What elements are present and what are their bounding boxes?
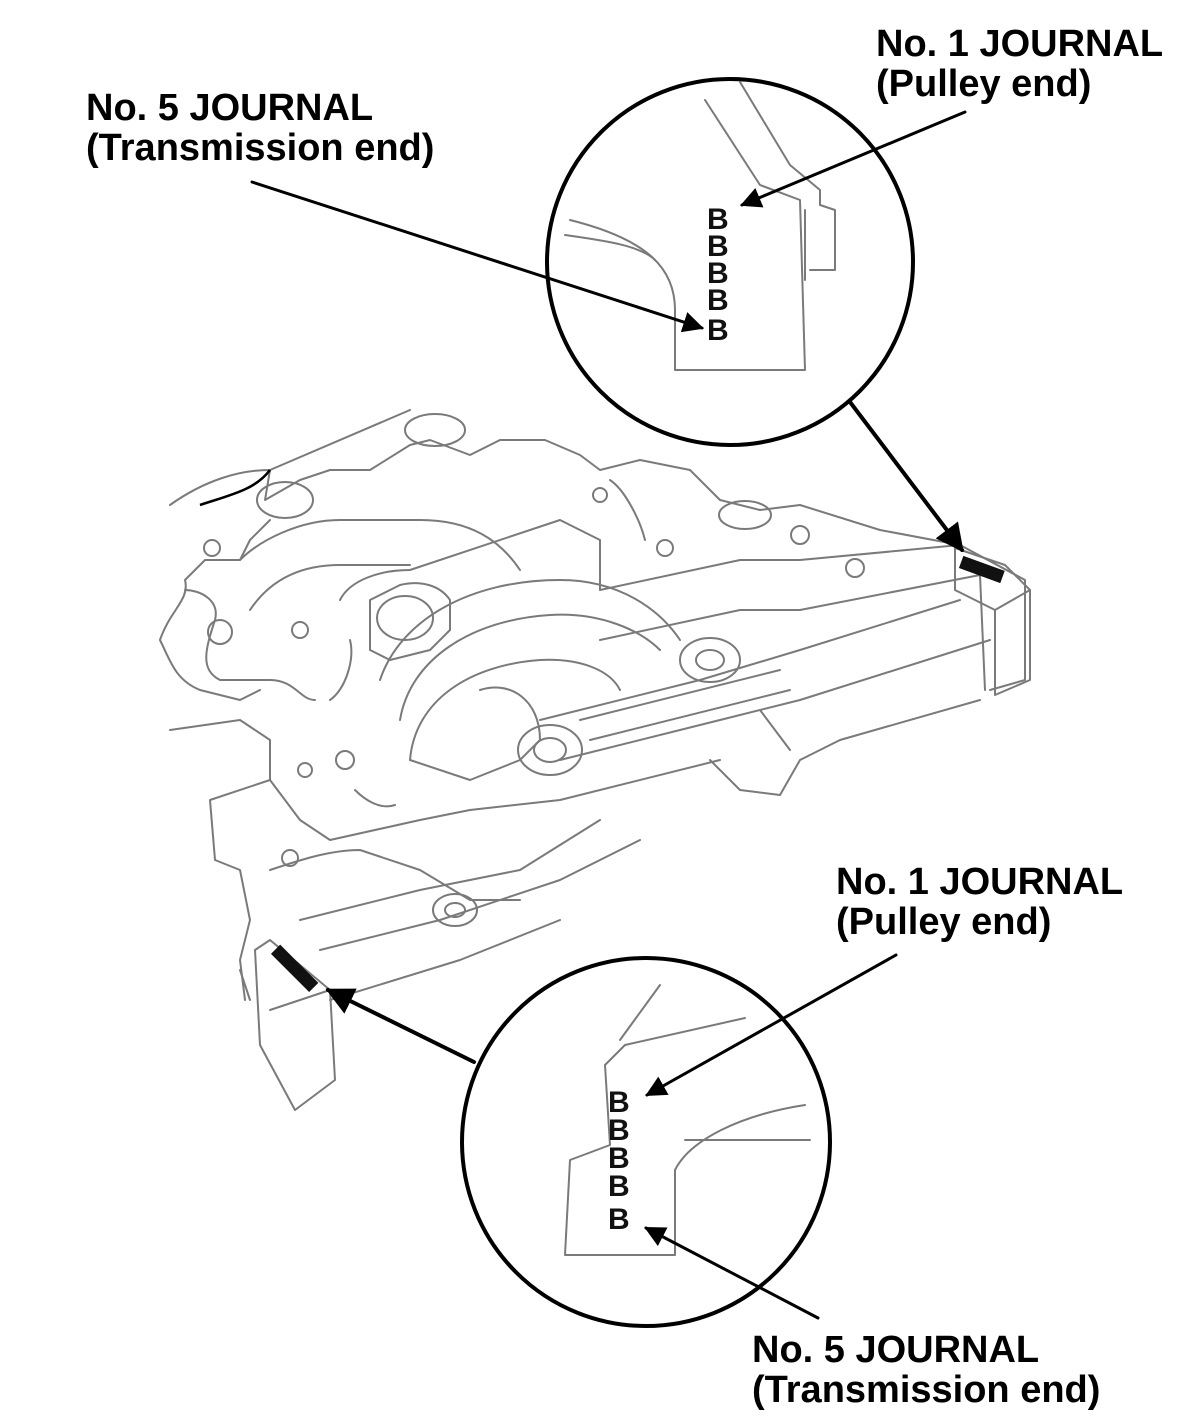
top-no5-leader [250, 180, 704, 333]
bottom-no5-journal-label: No. 5 JOURNAL (Transmission end) [752, 1330, 1100, 1410]
bottom-no1-leader [645, 953, 898, 1097]
bottom-no5-leader [644, 1226, 820, 1320]
svg-text:B: B [707, 284, 729, 317]
svg-text:B: B [707, 203, 729, 236]
bottom-no1-journal-subtitle: (Pulley end) [836, 901, 1052, 943]
bottom-no1-journal-label: No. 1 JOURNAL (Pulley end) [836, 862, 1123, 942]
top-no1-journal-subtitle: (Pulley end) [876, 63, 1092, 105]
top-journal-code-mark [958, 555, 1005, 584]
top-no1-leader [740, 110, 967, 208]
top-no5-journal-title: No. 5 JOURNAL [86, 87, 374, 129]
bottom-code-letters: B B B B B [608, 1086, 630, 1236]
bottom-no5-journal-title: No. 5 JOURNAL [752, 1329, 1040, 1371]
top-code-letters: B B B B B [707, 203, 729, 347]
top-no5-journal-subtitle: (Transmission end) [86, 127, 435, 169]
svg-text:B: B [707, 257, 729, 290]
bottom-magnified-view: B B B B B [460, 956, 832, 1328]
top-no1-journal-title: No. 1 JOURNAL [876, 23, 1164, 65]
svg-text:B: B [608, 1203, 630, 1236]
svg-text:B: B [608, 1086, 630, 1119]
top-circle-pointer [848, 400, 964, 553]
svg-text:B: B [608, 1142, 630, 1175]
bottom-circle-pointer [325, 988, 476, 1064]
top-magnified-view: B B B B B [545, 77, 915, 447]
svg-text:B: B [707, 314, 729, 347]
bottom-no5-journal-subtitle: (Transmission end) [752, 1369, 1101, 1411]
engine-block-illustration [159, 409, 1031, 1111]
bottom-no1-journal-title: No. 1 JOURNAL [836, 861, 1124, 903]
svg-text:B: B [608, 1114, 630, 1147]
bottom-journal-code-mark [270, 944, 319, 993]
svg-text:B: B [608, 1170, 630, 1203]
top-no1-journal-label: No. 1 JOURNAL (Pulley end) [876, 24, 1163, 104]
svg-text:B: B [707, 230, 729, 263]
top-no5-journal-label: No. 5 JOURNAL (Transmission end) [86, 88, 434, 168]
